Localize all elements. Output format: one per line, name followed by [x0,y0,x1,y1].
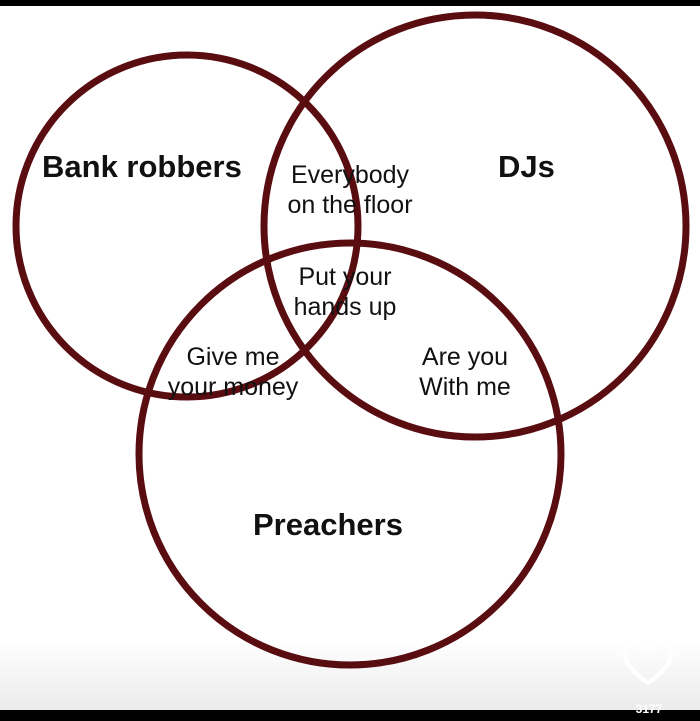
bottom-bar [0,710,700,721]
intersection-line: your money [167,373,299,401]
circle-djs [260,11,690,441]
circle-bank-robbers [12,51,362,401]
intersection-line: Give me [186,343,280,371]
intersection-line: With me [419,373,511,401]
intersection-label-all-three: Put your hands up [270,262,420,322]
intersection-line: hands up [293,293,397,321]
heart-outline-icon[interactable] [622,640,674,688]
circle-preachers [135,239,565,669]
intersection-line: Are you [421,343,509,371]
intersection-label-bank-robbers-djs: Everybody on the floor [268,160,432,220]
top-bar [0,0,700,6]
bottom-fade [0,640,700,710]
intersection-line: Put your [298,263,392,291]
intersection-label-djs-preachers: Are you With me [400,342,530,402]
set-label-djs: DJs [498,149,555,184]
set-label-bank-robbers: Bank robbers [42,149,242,184]
intersection-line: Everybody [290,161,410,189]
set-label-preachers: Preachers [253,507,403,542]
like-count: 3177 [635,703,663,715]
intersection-label-bank-robbers-preachers: Give me your money [152,342,314,402]
intersection-line: on the floor [287,191,413,219]
